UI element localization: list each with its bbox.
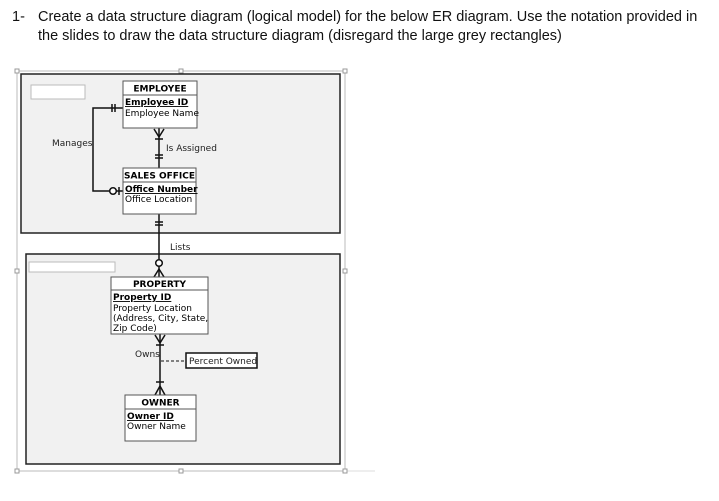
resize-handle-tr[interactable] — [342, 68, 348, 74]
resize-handle-br[interactable] — [342, 468, 348, 474]
question-line-2: the slides to draw the data structure di… — [38, 28, 562, 44]
resize-handle-bl[interactable] — [14, 468, 20, 474]
employee-title: EMPLOYEE — [133, 85, 186, 95]
resize-handle-ml[interactable] — [14, 268, 20, 274]
resize-handle-tm[interactable] — [178, 68, 184, 74]
entity-property[interactable]: PROPERTY Property ID Property Location (… — [110, 276, 209, 335]
relationship-is-assigned — [153, 128, 165, 168]
label-manages: Manages — [52, 139, 93, 149]
employee-key: Employee ID — [125, 98, 188, 108]
owner-attr-1: Owner Name — [127, 422, 186, 432]
blank-label-box-top — [30, 84, 86, 100]
property-key: Property ID — [113, 293, 171, 303]
entity-sales-office[interactable]: SALES OFFICE Office Number Office Locati… — [122, 167, 198, 215]
relationship-manages — [92, 104, 123, 196]
question-line-1: Create a data structure diagram (logical… — [38, 9, 698, 25]
property-attr-3: Zip Code) — [113, 324, 157, 334]
property-title: PROPERTY — [133, 280, 187, 290]
resize-handle-mr[interactable] — [342, 268, 348, 274]
resize-handle-bm[interactable] — [178, 468, 184, 474]
associative-attribute-box[interactable]: Percent Owned — [185, 352, 258, 369]
question-number: 1- — [12, 9, 25, 25]
entity-employee[interactable]: EMPLOYEE Employee ID Employee Name — [122, 80, 199, 129]
resize-handle-tl[interactable] — [14, 68, 20, 74]
percent-owned-label: Percent Owned — [189, 357, 257, 367]
owner-key: Owner ID — [127, 412, 174, 422]
sales-office-attr-1: Office Location — [125, 195, 192, 205]
label-owns: Owns — [135, 350, 160, 360]
blank-label-box-bottom — [28, 261, 116, 273]
label-lists: Lists — [170, 243, 191, 253]
relationship-owns — [154, 334, 166, 396]
employee-attr-1: Employee Name — [125, 109, 199, 119]
owner-title: OWNER — [141, 399, 179, 409]
entity-owner[interactable]: OWNER Owner ID Owner Name — [124, 394, 197, 442]
label-is-assigned: Is Assigned — [166, 144, 217, 154]
property-attr-2: (Address, City, State, — [113, 314, 208, 324]
selection-frame[interactable] — [14, 68, 375, 474]
sales-office-key: Office Number — [125, 185, 198, 195]
question-text: Create a data structure diagram (logical… — [38, 8, 718, 46]
sales-office-title: SALES OFFICE — [124, 172, 195, 182]
property-attr-1: Property Location — [113, 304, 192, 314]
relationship-lists — [153, 214, 165, 278]
